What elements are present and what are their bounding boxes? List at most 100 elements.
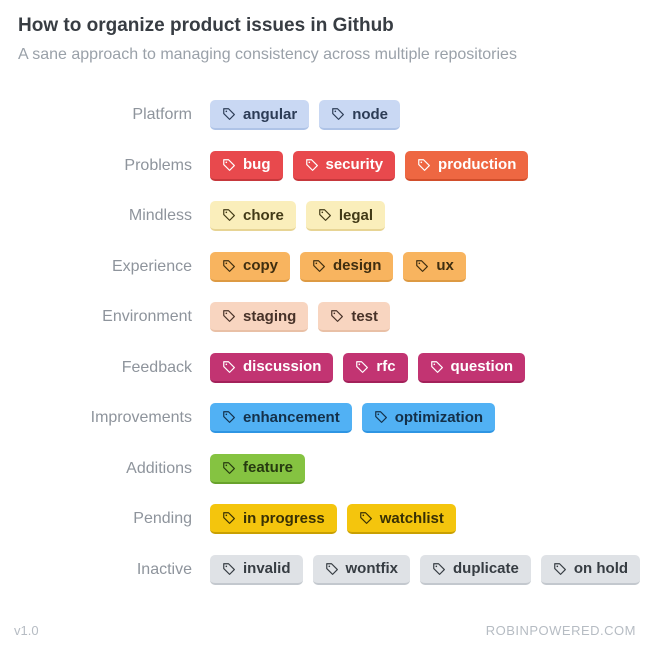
category-label: Environment [102, 308, 192, 326]
badge-group: angular node [210, 100, 401, 131]
tag-icon [325, 562, 339, 576]
footer: v1.0 ROBINPOWERED.COM [14, 623, 636, 638]
tag-badge: rfc [343, 352, 408, 383]
tag-badge: staging [210, 302, 309, 333]
tag-label: security [325, 156, 384, 174]
tag-icon [222, 158, 236, 172]
tag-row-improvements: Improvements enhancement optimization [0, 393, 650, 444]
tag-badge: ux [403, 251, 466, 282]
tag-icon [222, 511, 236, 525]
tag-badge: legal [305, 201, 386, 232]
tag-icon [222, 107, 236, 121]
tag-icon [312, 259, 326, 273]
site-label: ROBINPOWERED.COM [485, 623, 636, 638]
tag-label: invalid [243, 560, 291, 578]
tag-badge: test [318, 302, 391, 333]
page-title: How to organize product issues in Github [18, 15, 394, 36]
tag-row-environment: Environment staging test [0, 292, 650, 343]
tag-label: rfc [376, 358, 396, 376]
tag-label: optimization [394, 408, 484, 426]
tag-row-additions: Additions feature [0, 444, 650, 495]
tag-badge: watchlist [346, 504, 456, 535]
tag-label: staging [243, 307, 297, 325]
tag-icon [222, 360, 236, 374]
tag-icon [374, 410, 388, 424]
tag-badge: question [417, 352, 526, 383]
tag-icon [415, 259, 429, 273]
tag-label: feature [243, 459, 294, 477]
tag-icon [359, 511, 373, 525]
tag-label: on hold [573, 560, 629, 578]
tag-badge: invalid [210, 554, 303, 585]
tag-badge: security [292, 150, 396, 181]
tag-icon [222, 259, 236, 273]
tag-label: in progress [243, 509, 325, 527]
badge-group: enhancement optimization [210, 403, 496, 434]
category-label: Additions [126, 459, 192, 477]
tag-row-feedback: Feedback discussion rfc question [0, 343, 650, 394]
category-label: Mindless [128, 207, 192, 225]
tag-badge: in progress [210, 504, 337, 535]
tag-icon [305, 158, 319, 172]
header: How to organize product issues in Github… [18, 14, 632, 65]
tag-badge: bug [210, 150, 283, 181]
tag-badge: node [319, 100, 401, 131]
tag-badge: duplicate [420, 554, 531, 585]
category-label: Pending [133, 510, 192, 528]
badge-group: invalid wontfix duplicate on hold [210, 554, 641, 585]
tag-icon [355, 360, 369, 374]
tag-label: node [352, 105, 389, 123]
tag-icon [330, 309, 344, 323]
tag-icon [417, 158, 431, 172]
badge-group: staging test [210, 302, 391, 333]
tag-badge: angular [210, 100, 310, 131]
badge-group: in progress watchlist [210, 504, 456, 535]
tag-icon [553, 562, 567, 576]
tag-label: ux [436, 257, 454, 275]
badge-group: bug security production [210, 150, 529, 181]
tag-badge: wontfix [312, 554, 411, 585]
tag-badge: enhancement [210, 403, 352, 434]
tag-badge: feature [210, 453, 306, 484]
tag-label: watchlist [379, 509, 444, 527]
tag-badge: on hold [540, 554, 641, 585]
tag-badge: discussion [210, 352, 334, 383]
badge-group: copy design ux [210, 251, 466, 282]
tag-badge: design [300, 251, 394, 282]
tag-icon [222, 461, 236, 475]
tag-icon [222, 309, 236, 323]
tag-label: enhancement [243, 408, 340, 426]
category-label: Platform [132, 106, 192, 124]
tag-icon [318, 208, 332, 222]
tag-row-pending: Pending in progress watchlist [0, 494, 650, 545]
tag-badge: production [405, 150, 529, 181]
version-label: v1.0 [14, 623, 39, 638]
tag-label: discussion [243, 358, 322, 376]
category-label: Improvements [90, 409, 192, 427]
badge-group: discussion rfc question [210, 352, 526, 383]
badge-group: feature [210, 453, 306, 484]
tag-icon [430, 360, 444, 374]
tag-icon [222, 208, 236, 222]
tag-label: production [438, 156, 517, 174]
tag-label: legal [338, 206, 374, 224]
tag-icon [331, 107, 345, 121]
tag-label: question [450, 358, 514, 376]
tag-badge: optimization [361, 403, 496, 434]
tag-row-platform: Platform angular node [0, 90, 650, 141]
tag-icon [432, 562, 446, 576]
page-subtitle: A sane approach to managing consistency … [18, 45, 517, 63]
tag-label: bug [243, 156, 271, 174]
tag-icon [222, 562, 236, 576]
tag-label: angular [243, 105, 298, 123]
tag-label: copy [243, 257, 279, 275]
category-label: Feedback [121, 358, 192, 376]
tag-label: design [333, 257, 382, 275]
